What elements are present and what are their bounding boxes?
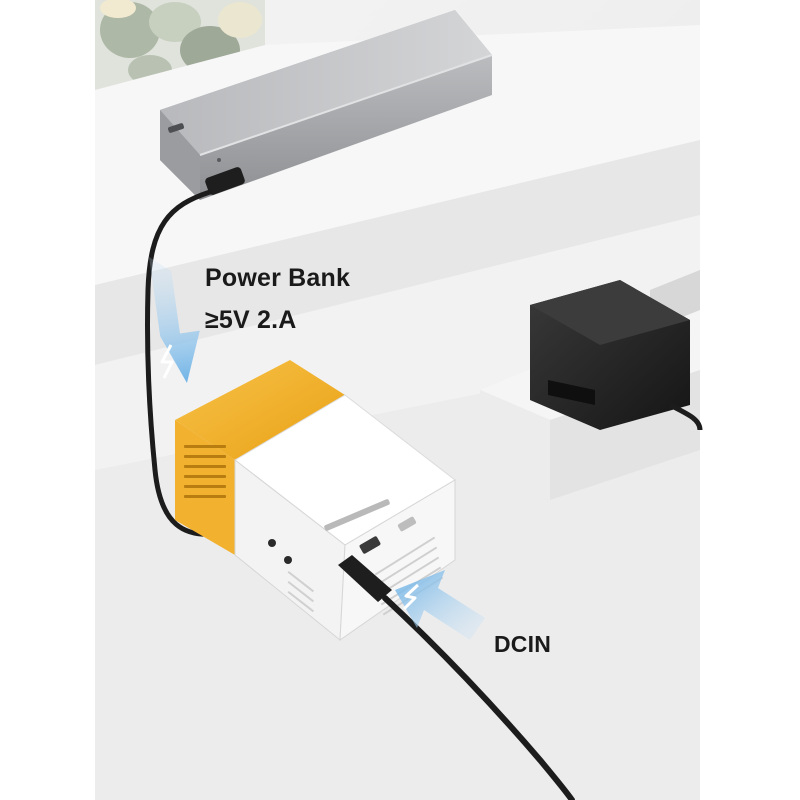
shelf-front xyxy=(95,140,700,365)
power-bank-arrow-icon xyxy=(140,257,200,383)
hdmi-port xyxy=(359,536,381,554)
power-bank-spec-label: ≥5V 2.A xyxy=(205,306,297,334)
usb-port xyxy=(397,516,417,532)
port-hole xyxy=(284,556,292,564)
port-hole xyxy=(268,539,276,547)
dcin-arrow-icon xyxy=(395,570,485,640)
dcin-label: DCIN xyxy=(494,631,552,657)
usb-port xyxy=(167,123,185,133)
power-bank-label: Power Bank xyxy=(205,264,351,292)
indicator-light xyxy=(217,158,221,162)
mini-projector xyxy=(175,360,456,642)
power-adapter xyxy=(480,270,703,500)
power-bank xyxy=(160,10,493,200)
dc-cable xyxy=(338,555,575,800)
